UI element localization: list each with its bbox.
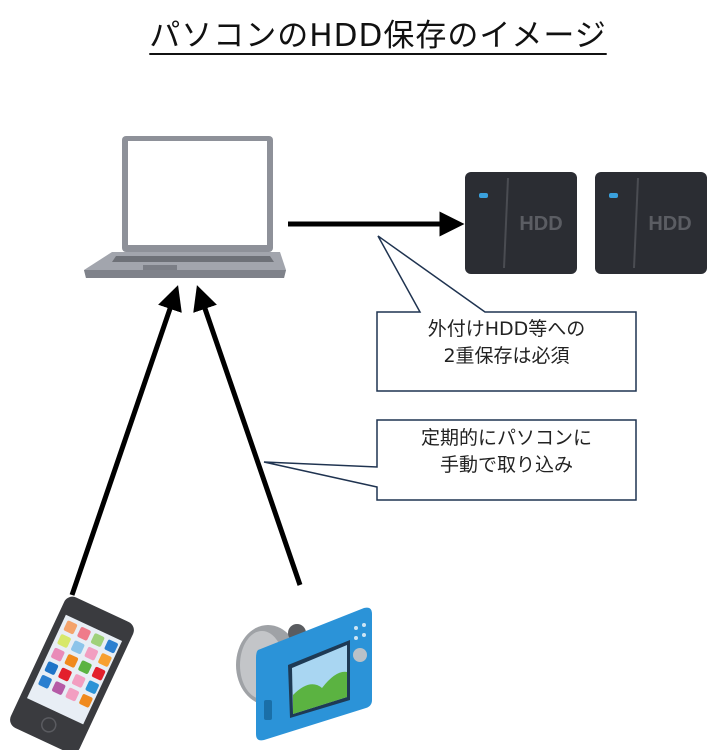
- callout-box: [376, 235, 637, 392]
- callout-line: 外付けHDD等への: [427, 318, 586, 340]
- callout-external-hdd-text: 外付けHDD等への 2重保存は必須: [377, 316, 636, 370]
- arrow-camera-to-laptop: [193, 285, 303, 586]
- arrow-phone-to-laptop: [69, 285, 182, 596]
- hdd-label: HDD: [519, 213, 562, 235]
- smartphone-icon: [10, 596, 134, 750]
- callout-line: 2重保存は必須: [443, 345, 570, 367]
- callout-box: [263, 419, 637, 501]
- callout-import-text: 定期的にパソコンに 手動で取り込み: [377, 425, 636, 479]
- laptop-icon: [84, 136, 286, 278]
- hdd-label: HDD: [648, 213, 691, 235]
- hdd-icon: HDD: [465, 172, 577, 274]
- callout-line: 定期的にパソコンに: [420, 427, 592, 449]
- hdd-icon: HDD: [595, 172, 707, 274]
- camera-icon: [236, 607, 372, 741]
- callout-line: 手動で取り込み: [439, 454, 573, 476]
- page-title: パソコンのHDD保存のイメージ: [149, 18, 607, 54]
